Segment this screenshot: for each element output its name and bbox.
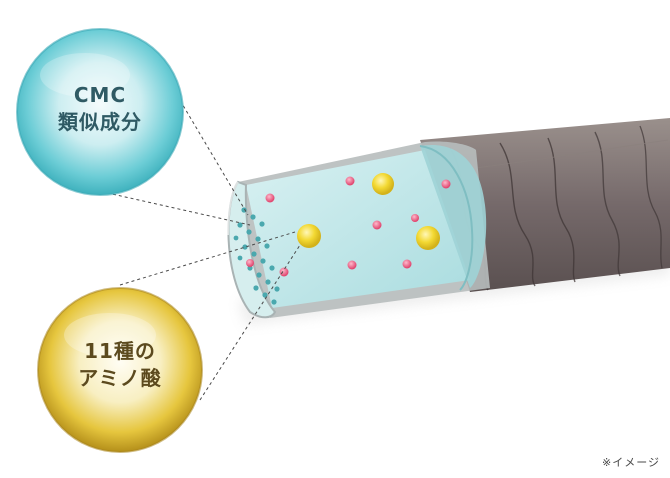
- cmc-label-line2: 類似成分: [58, 110, 142, 134]
- cmc-label-line1: CMC: [73, 83, 127, 107]
- amino-label-line1: 11種の: [84, 339, 156, 363]
- cmc-dots: [233, 207, 280, 305]
- hair-cylinder: [227, 141, 490, 319]
- yellow-particles: [297, 173, 440, 250]
- cmc-bubble: [16, 28, 184, 196]
- amino-label: 11種の アミノ酸: [60, 338, 180, 392]
- amino-label-line2: アミノ酸: [78, 366, 162, 390]
- amino-bubble: [37, 287, 203, 453]
- cmc-label: CMC 類似成分: [40, 82, 160, 136]
- pink-particles: [246, 176, 451, 277]
- image-note: ※イメージ: [602, 456, 660, 469]
